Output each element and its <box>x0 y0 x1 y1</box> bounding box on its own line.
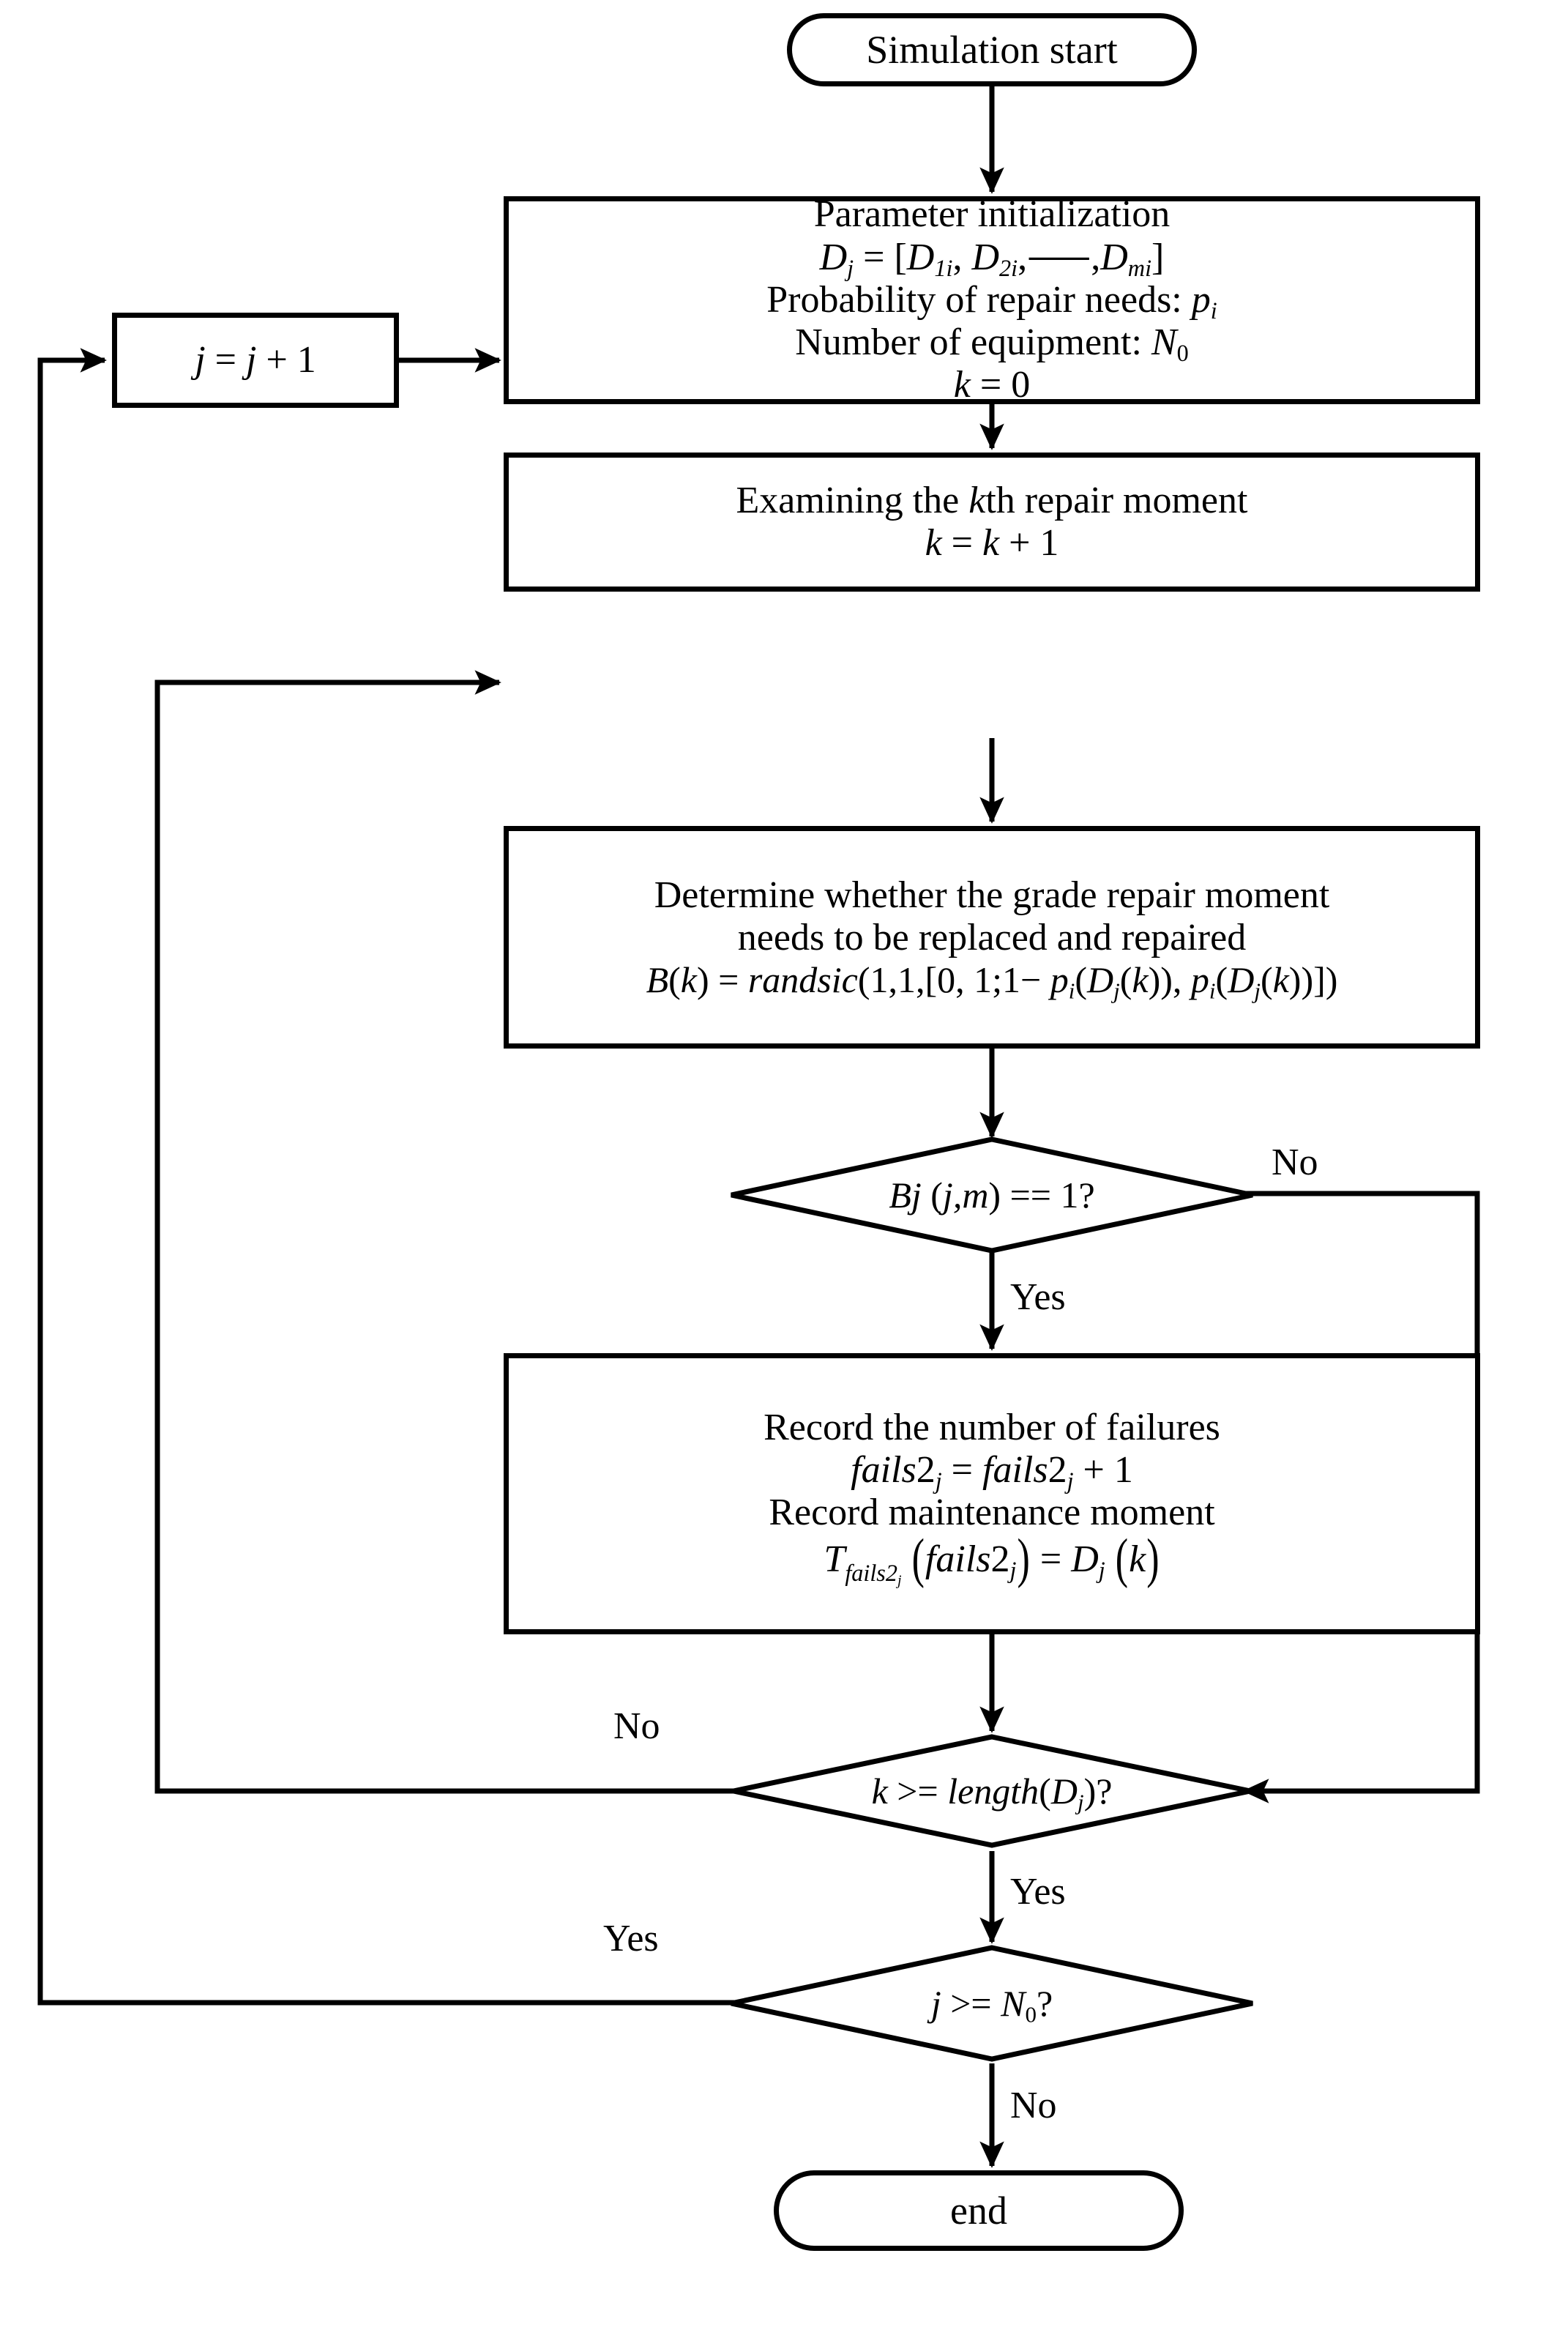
node-determine-repair-line-3: B(k) = randsic(1,1,[0, 1;1− pi(Dj(k)), p… <box>646 959 1338 1004</box>
node-param-init-line-3: Probability of repair needs: pi <box>766 278 1217 324</box>
edge-decision-j-yes-to-increment-j <box>37 348 743 2006</box>
edge-label-k-no: No <box>613 1705 660 1747</box>
node-record-failures[interactable]: Record the number of failures fails2j = … <box>504 1353 1480 1634</box>
node-determine-repair[interactable]: Determine whether the grade repair momen… <box>504 826 1480 1049</box>
node-decision-k-label: k >= length(Dj)? <box>871 1771 1113 1815</box>
node-determine-repair-line-1: Determine whether the grade repair momen… <box>654 874 1330 916</box>
node-examine-k[interactable]: Examining the kth repair moment k = k + … <box>504 453 1480 592</box>
node-param-init-line-1: Parameter initialization <box>813 193 1171 236</box>
node-determine-repair-line-2: needs to be replaced and repaired <box>737 917 1247 958</box>
edge-label-bj-no: No <box>1272 1142 1318 1183</box>
node-param-init[interactable]: Parameter initialization Dj = [D1i, D2i,… <box>504 193 1480 406</box>
node-decision-j[interactable]: j >= N0? <box>728 1945 1255 2062</box>
node-decision-k[interactable]: k >= length(Dj)? <box>731 1734 1253 1848</box>
node-decision-j-label: j >= N0? <box>930 1983 1053 2028</box>
node-decision-bj-label: Bj (j,m) == 1? <box>889 1174 1095 1215</box>
node-start-label: Simulation start <box>866 27 1118 72</box>
edge-decision-k-no-to-examine <box>154 670 745 1794</box>
edge-label-j-yes: Yes <box>603 1918 659 1959</box>
node-decision-bj[interactable]: Bj (j,m) == 1? <box>728 1136 1255 1254</box>
node-end-label: end <box>950 2188 1007 2233</box>
node-examine-k-line-2: k = k + 1 <box>925 522 1059 564</box>
node-increment-j-label: j = j + 1 <box>195 338 316 381</box>
node-param-init-line-5: k = 0 <box>953 364 1031 406</box>
node-record-failures-line-2: fails2j = fails2j + 1 <box>851 1448 1133 1494</box>
node-param-init-line-4: Number of equipment: N0 <box>795 321 1189 367</box>
node-record-failures-line-1: Record the number of failures <box>764 1406 1220 1448</box>
node-examine-k-line-1: Examining the kth repair moment <box>736 479 1248 521</box>
node-record-failures-line-3: Record maintenance moment <box>769 1492 1215 1533</box>
node-record-failures-line-4: Tfails2j (fails2j) = Dj (k) <box>824 1529 1160 1590</box>
node-param-init-line-2: Dj = [D1i, D2i,⸺,Dmi] <box>819 236 1165 281</box>
edge-label-bj-yes: Yes <box>1010 1276 1066 1318</box>
edge-label-j-no: No <box>1010 2085 1057 2126</box>
node-start[interactable]: Simulation start <box>787 13 1197 86</box>
edge-label-k-yes: Yes <box>1010 1871 1066 1913</box>
node-increment-j[interactable]: j = j + 1 <box>112 313 399 408</box>
node-end[interactable]: end <box>774 2170 1184 2251</box>
